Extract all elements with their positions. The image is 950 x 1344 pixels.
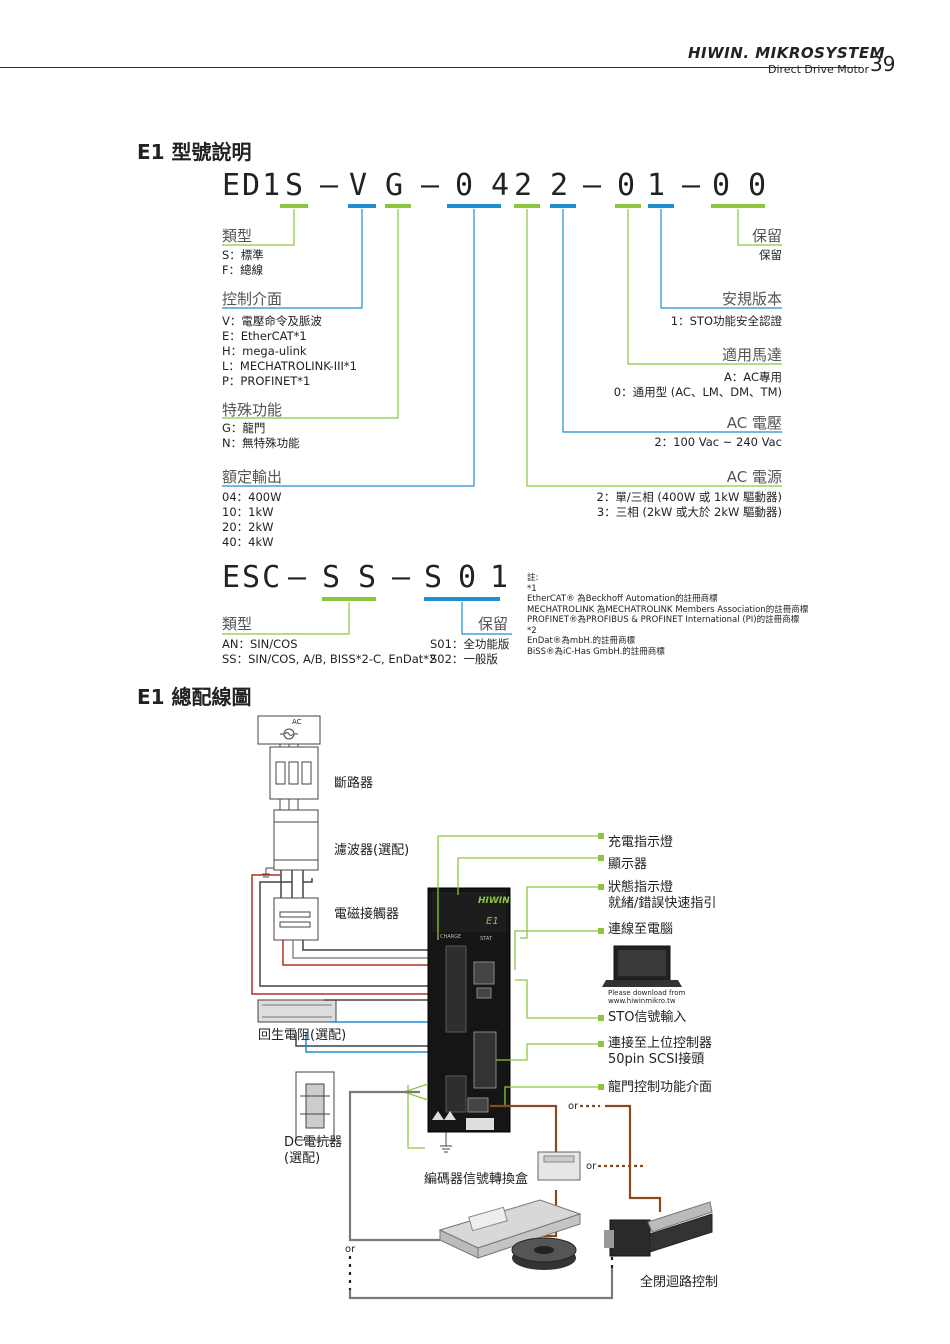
contactor-label: 電磁接觸器	[334, 907, 400, 922]
or-label-1: or	[568, 1101, 579, 1112]
options-ac-power: 2：單/三相 (400W 或 1kW 驅動器) 3：三相 (2kW 或大於 2k…	[596, 490, 782, 519]
code-char: ED1	[222, 168, 283, 203]
label-reserved: 保留	[751, 227, 782, 245]
code-char: 0	[617, 168, 638, 203]
header-rule	[0, 67, 860, 68]
download-note: Please download from www.hiwinmikro.tw	[608, 989, 686, 1005]
label-motor: 適用馬達	[721, 346, 782, 364]
trademark-notes: 註: *1 EtherCAT® 為Beckhoff Automation的註冊商…	[527, 573, 809, 657]
options-reserved: 保留	[759, 248, 782, 262]
code-char: –	[421, 168, 442, 203]
filter	[273, 809, 319, 871]
or-label-3: or	[345, 1244, 356, 1255]
dc-reactor	[295, 1071, 335, 1141]
code-char: 1	[647, 168, 668, 203]
laptop-icon	[602, 945, 682, 987]
header-subtitle: Direct Drive Motor	[768, 63, 870, 76]
servo-motor	[604, 1201, 713, 1257]
code-char: –	[288, 560, 309, 595]
code-char: G	[385, 168, 406, 203]
brand-name: HIWIN. MIKROSYSTEM	[688, 44, 886, 62]
label-esc-reserved: 保留	[478, 615, 509, 633]
label-safety: 安規版本	[721, 290, 782, 308]
ac-source	[257, 715, 321, 745]
dc-reactor-label: DC電抗器 (選配)	[284, 1135, 343, 1166]
breaker	[269, 746, 319, 800]
pc-label: 連線至電腦	[608, 922, 674, 937]
ac-label: AC	[292, 718, 302, 726]
options-rated: 04：400W 10：1kW 20：2kW 40：4kW	[222, 490, 282, 549]
label-interface: 控制介面	[222, 290, 283, 308]
model-connector-lines	[222, 204, 782, 635]
options-safety: 1：STO功能安全認證	[670, 314, 782, 328]
code-char: –	[392, 560, 413, 595]
options-ac-voltage: 2：100 Vac ~ 240 Vac	[654, 435, 782, 449]
status-led-label: 狀態指示燈 就緒/錯誤快速指引	[608, 880, 717, 911]
closed-loop-label: 全閉迴路控制	[640, 1275, 719, 1290]
code-char: 0	[712, 168, 733, 203]
code-char: ESC	[222, 560, 283, 595]
options-esc-reserved: S01：全功能版 S02：一般版	[430, 637, 510, 666]
options-interface: V：電壓命令及脈波 E：EtherCAT*1 H：mega-ulink L：ME…	[222, 314, 357, 388]
label-esc-type: 類型	[222, 615, 253, 633]
servo-drive	[427, 887, 511, 1153]
regen-resistor	[257, 999, 337, 1023]
code-char: V	[349, 168, 370, 203]
code-char: 0	[458, 560, 479, 595]
regen-label: 回生電阻(選配)	[258, 1028, 347, 1043]
label-ac-voltage: AC 電壓	[726, 414, 782, 432]
options-motor: A：AC專用 0：通用型 (AC、LM、DM、TM)	[613, 370, 782, 399]
label-rated: 額定輸出	[222, 468, 283, 486]
drive-brand: HIWIN	[478, 896, 510, 906]
options-esc-type: AN：SIN/COS SS：SIN/COS, A/B, BISS*2-C, En…	[222, 637, 437, 666]
encoder-converter-box	[537, 1151, 581, 1181]
page-number: 39	[870, 52, 896, 76]
drive-model: E1	[486, 916, 499, 927]
encoder-box-label: 編碼器信號轉換盒	[424, 1172, 529, 1187]
display-label: 顯示器	[608, 857, 648, 872]
code-char: 0	[455, 168, 476, 203]
contactor	[273, 897, 319, 941]
label-type: 類型	[222, 227, 253, 245]
code-char: 0	[748, 168, 769, 203]
code-char: –	[583, 168, 604, 203]
code-char: 1	[490, 560, 511, 595]
or-label-2: or	[586, 1161, 597, 1172]
stat-label: STAT	[480, 936, 493, 942]
code-char: S	[424, 560, 445, 595]
code-char: S	[358, 560, 379, 595]
options-type: S：標準 F：總線	[222, 248, 264, 277]
charge-label: CHARGE	[440, 934, 461, 940]
code-char: S	[322, 560, 343, 595]
code-char: –	[682, 168, 703, 203]
linear-stage	[438, 1199, 582, 1259]
options-special: G：龍門 N：無特殊功能	[222, 421, 300, 450]
sto-label: STO信號輸入	[608, 1010, 687, 1025]
upper-controller-label: 連接至上位控制器 50pin SCSI接頭	[608, 1036, 713, 1067]
code-char: 4	[491, 168, 512, 203]
section-title-wiring: E1 總配線圖	[137, 685, 252, 709]
wiring-diagram: HIWIN E1 CHARGE STAT	[251, 715, 713, 1300]
charge-led-label: 充電指示燈	[608, 835, 674, 850]
filter-label: 濾波器(選配)	[334, 843, 410, 858]
code-char: 2	[550, 168, 571, 203]
rotary-table	[511, 1237, 577, 1270]
code-char: 2	[514, 168, 535, 203]
section-title-model: E1 型號說明	[137, 140, 252, 164]
code-char: S	[285, 168, 306, 203]
code-char: –	[320, 168, 341, 203]
label-special: 特殊功能	[222, 401, 283, 419]
label-ac-power: AC 電源	[726, 468, 782, 486]
gantry-label: 龍門控制功能介面	[608, 1080, 713, 1095]
breaker-label: 斷路器	[334, 776, 374, 791]
